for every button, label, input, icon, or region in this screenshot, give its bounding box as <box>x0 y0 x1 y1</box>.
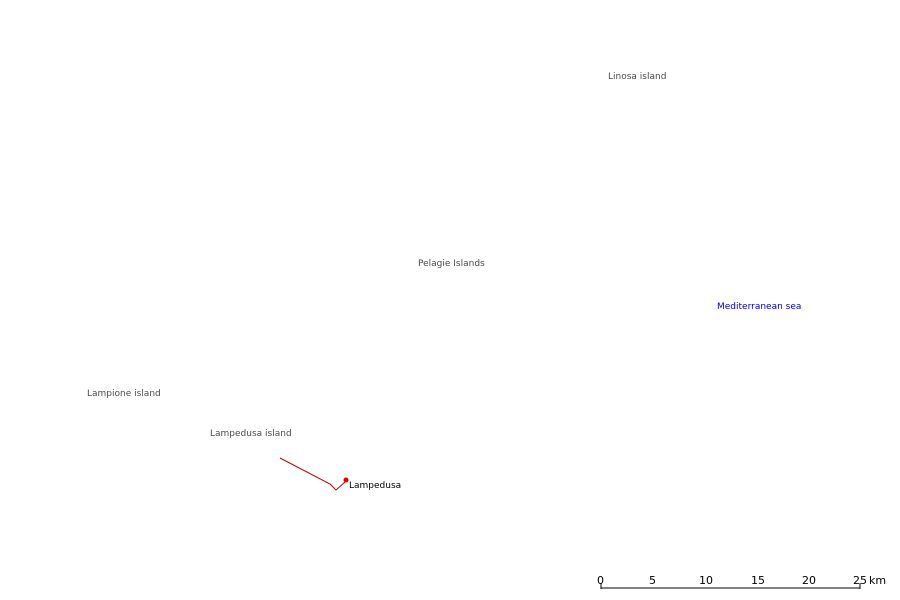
scale-tick-5: 5 <box>649 574 656 587</box>
scale-tick-0: 0 <box>597 574 604 587</box>
scale-unit: km <box>869 574 887 587</box>
linosa-island-label: Linosa island <box>608 72 667 82</box>
pelagie-islands-label: Pelagie Islands <box>418 259 485 269</box>
scale-tick-15: 15 <box>751 574 765 587</box>
lampedusa-marker-icon[interactable] <box>343 477 349 483</box>
lampione-island-label: Lampione island <box>87 389 161 399</box>
route-line <box>279 457 346 491</box>
scale-tick-10: 10 <box>699 574 713 587</box>
lampedusa-town-label: Lampedusa <box>349 481 402 491</box>
scale-tick-20: 20 <box>802 574 816 587</box>
scale-tick-25: 25 <box>853 574 867 587</box>
mediterranean-sea-label: Mediterranean sea <box>717 302 802 312</box>
lampedusa-island-label: Lampedusa island <box>210 429 292 439</box>
